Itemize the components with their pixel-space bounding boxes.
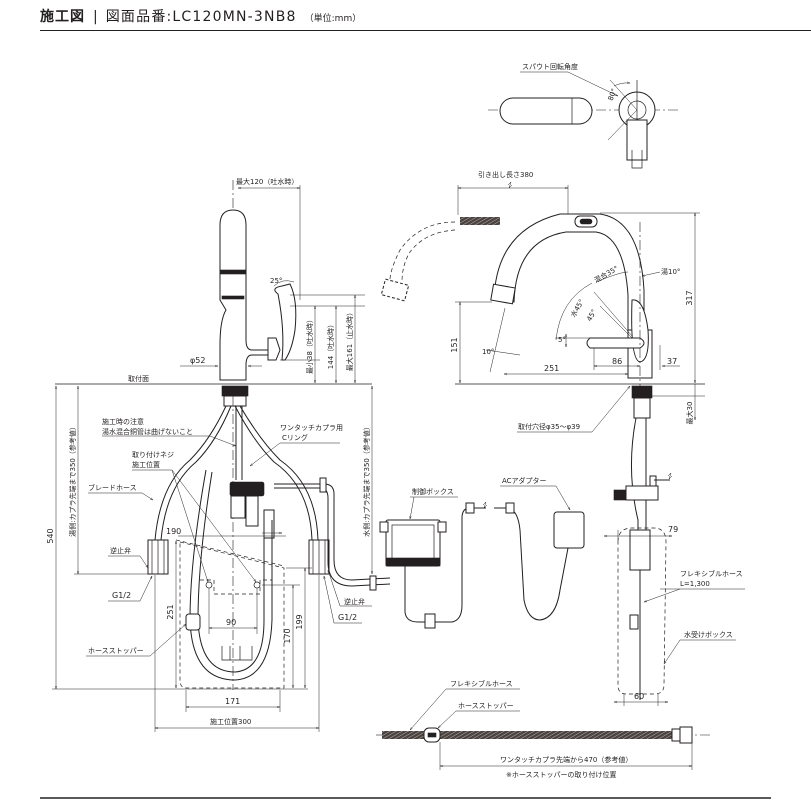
water-box-side bbox=[617, 527, 667, 695]
onetouch-coupler-label: ワンタッチカプラ用 bbox=[280, 423, 343, 432]
dim-hot-350: 湯側:カプラ先端まで350（参考値） bbox=[68, 423, 77, 537]
header-separator: | bbox=[93, 9, 98, 25]
ac-adapter-label: ACアダプター bbox=[502, 476, 547, 485]
onetouch-coupler bbox=[679, 726, 693, 744]
dim-540: 540 bbox=[46, 528, 55, 543]
control-section: 制御ボックス ACアダプター bbox=[274, 476, 585, 629]
hose-stopper-under bbox=[185, 613, 201, 631]
dim-60: 60 bbox=[634, 692, 644, 701]
dim-min-38: 最小38（吐水時） bbox=[305, 316, 314, 374]
water-box-outline bbox=[179, 541, 285, 689]
flex-hose-length: L=1,300 bbox=[680, 580, 710, 588]
mount-screw-label1: 取り付けネジ bbox=[132, 450, 174, 459]
water-box-label: 水受けボックス bbox=[684, 630, 733, 639]
dim-317: 317 bbox=[685, 290, 694, 305]
dim-79: 79 bbox=[668, 525, 678, 534]
dim-190: 190 bbox=[166, 527, 181, 536]
c-ring-label: Cリング bbox=[282, 433, 308, 442]
under-view: 施工時の注意 湯水混合銅管は曲げないこと ワンタッチカプラ用 Cリング 取り付け… bbox=[46, 385, 372, 732]
flex-hose-detail bbox=[382, 731, 684, 739]
dim-90: 90 bbox=[226, 618, 236, 627]
dim-cold-350: 水側:カプラ先端まで350（参考値） bbox=[362, 423, 371, 537]
spray-head bbox=[490, 283, 516, 305]
angle-10: 10° bbox=[482, 348, 494, 356]
lever-cold-position bbox=[586, 337, 645, 349]
hot-braided-hose bbox=[154, 405, 227, 541]
braided-hose-label: ブレードホース bbox=[88, 483, 137, 492]
dim-37: 37 bbox=[667, 357, 677, 366]
mount-surface-label: 取付面 bbox=[128, 374, 149, 383]
mixing-valve bbox=[229, 481, 265, 497]
angle-45: 45° bbox=[585, 308, 598, 323]
cold-braided-hose bbox=[239, 405, 319, 541]
dim-max-30: 最大30 bbox=[685, 402, 694, 425]
lever-angle-label: 25° bbox=[270, 277, 282, 285]
dim-max-161: 最大161（止水時） bbox=[345, 309, 354, 371]
g12-left-label: G1/2 bbox=[112, 591, 131, 600]
spout-rotation-label: スパウト回転角度 bbox=[522, 62, 578, 71]
cold-supply-hose bbox=[274, 483, 391, 581]
header-rule bbox=[40, 30, 811, 31]
flex-hose-label-right: フレキシブルホース bbox=[680, 569, 743, 578]
angle-5: 5° bbox=[558, 336, 566, 344]
hose-stopper-label: ホースストッパー bbox=[88, 647, 144, 655]
pulled-hose bbox=[460, 217, 500, 225]
lever-handle bbox=[274, 283, 297, 361]
mount-hole-label: 取付穴径φ35～φ39 bbox=[518, 422, 580, 431]
drawing-number: 図面品番:LC120MN-3NB8 bbox=[105, 9, 297, 25]
header-title: 施工図 bbox=[40, 9, 85, 25]
unit-label: （単位:mm） bbox=[304, 14, 362, 24]
dim-151: 151 bbox=[450, 337, 459, 352]
control-box-label: 制御ボックス bbox=[412, 487, 454, 496]
footer-rule bbox=[40, 797, 771, 799]
dim-199: 199 bbox=[295, 614, 304, 629]
g12-right-label: G1/2 bbox=[338, 613, 357, 622]
dim-171: 171 bbox=[225, 697, 240, 706]
angle-cold-45: 水45° bbox=[568, 297, 586, 318]
angle-mix-35: 混合35° bbox=[592, 264, 619, 285]
hose-stopper-label-detail: ホースストッパー bbox=[458, 702, 514, 710]
check-valve-right-label: 逆止弁 bbox=[344, 597, 365, 606]
dim-86: 86 bbox=[612, 357, 622, 366]
spout-top bbox=[499, 97, 593, 125]
hose-detail: フレキシブルホース ホースストッパー ワンタッチカプラ先端から470（参考値） … bbox=[376, 679, 710, 779]
drawing-header: 施工図 | 図面品番:LC120MN-3NB8 （単位:mm） bbox=[40, 6, 361, 28]
spout-front bbox=[493, 213, 645, 331]
dim-170: 170 bbox=[283, 628, 292, 643]
ac-adapter bbox=[553, 511, 585, 549]
flex-hose-label-detail: フレキシブルホース bbox=[450, 679, 513, 688]
coupler-470-label: ワンタッチカプラ先端から470（参考値） bbox=[500, 755, 632, 764]
angle-hot-10: 湯10° bbox=[661, 267, 680, 276]
faucet-body-side bbox=[219, 209, 269, 381]
dim-144: 144（吐水時） bbox=[326, 321, 335, 369]
spout-rotation-angle: 80° bbox=[607, 87, 619, 101]
caution-line1: 施工時の注意 bbox=[102, 417, 144, 426]
top-view: スパウト回転角度 80° bbox=[488, 62, 680, 169]
front-view: 引き出し長さ380 湯10° 混合35° 水45° 45° 5° 10° bbox=[380, 170, 705, 433]
mount-screw-label2: 施工位置 bbox=[132, 460, 160, 469]
dim-max-120: 最大120（吐水時） bbox=[236, 177, 298, 186]
dim-phi-52: φ52 bbox=[190, 356, 205, 365]
install-position-300: 施工位置300 bbox=[210, 717, 251, 726]
side-view: 25° 最大120（吐水時） φ52 最小38（吐水時） 144（吐水時） 最大… bbox=[180, 177, 365, 383]
dim-251: 251 bbox=[544, 364, 559, 373]
dim-pullout-380: 引き出し長さ380 bbox=[478, 170, 533, 179]
dim-251-under: 251 bbox=[166, 604, 175, 619]
check-valve-left-label: 逆止弁 bbox=[110, 546, 131, 555]
hose-stopper-note: ※ホースストッパーの取り付け位置 bbox=[506, 770, 617, 779]
caution-line2: 湯水混合銅管は曲げないこと bbox=[102, 427, 193, 436]
right-side-view: 79 フレキシブルホース L=1,300 水受けボックス 60 bbox=[604, 385, 745, 706]
